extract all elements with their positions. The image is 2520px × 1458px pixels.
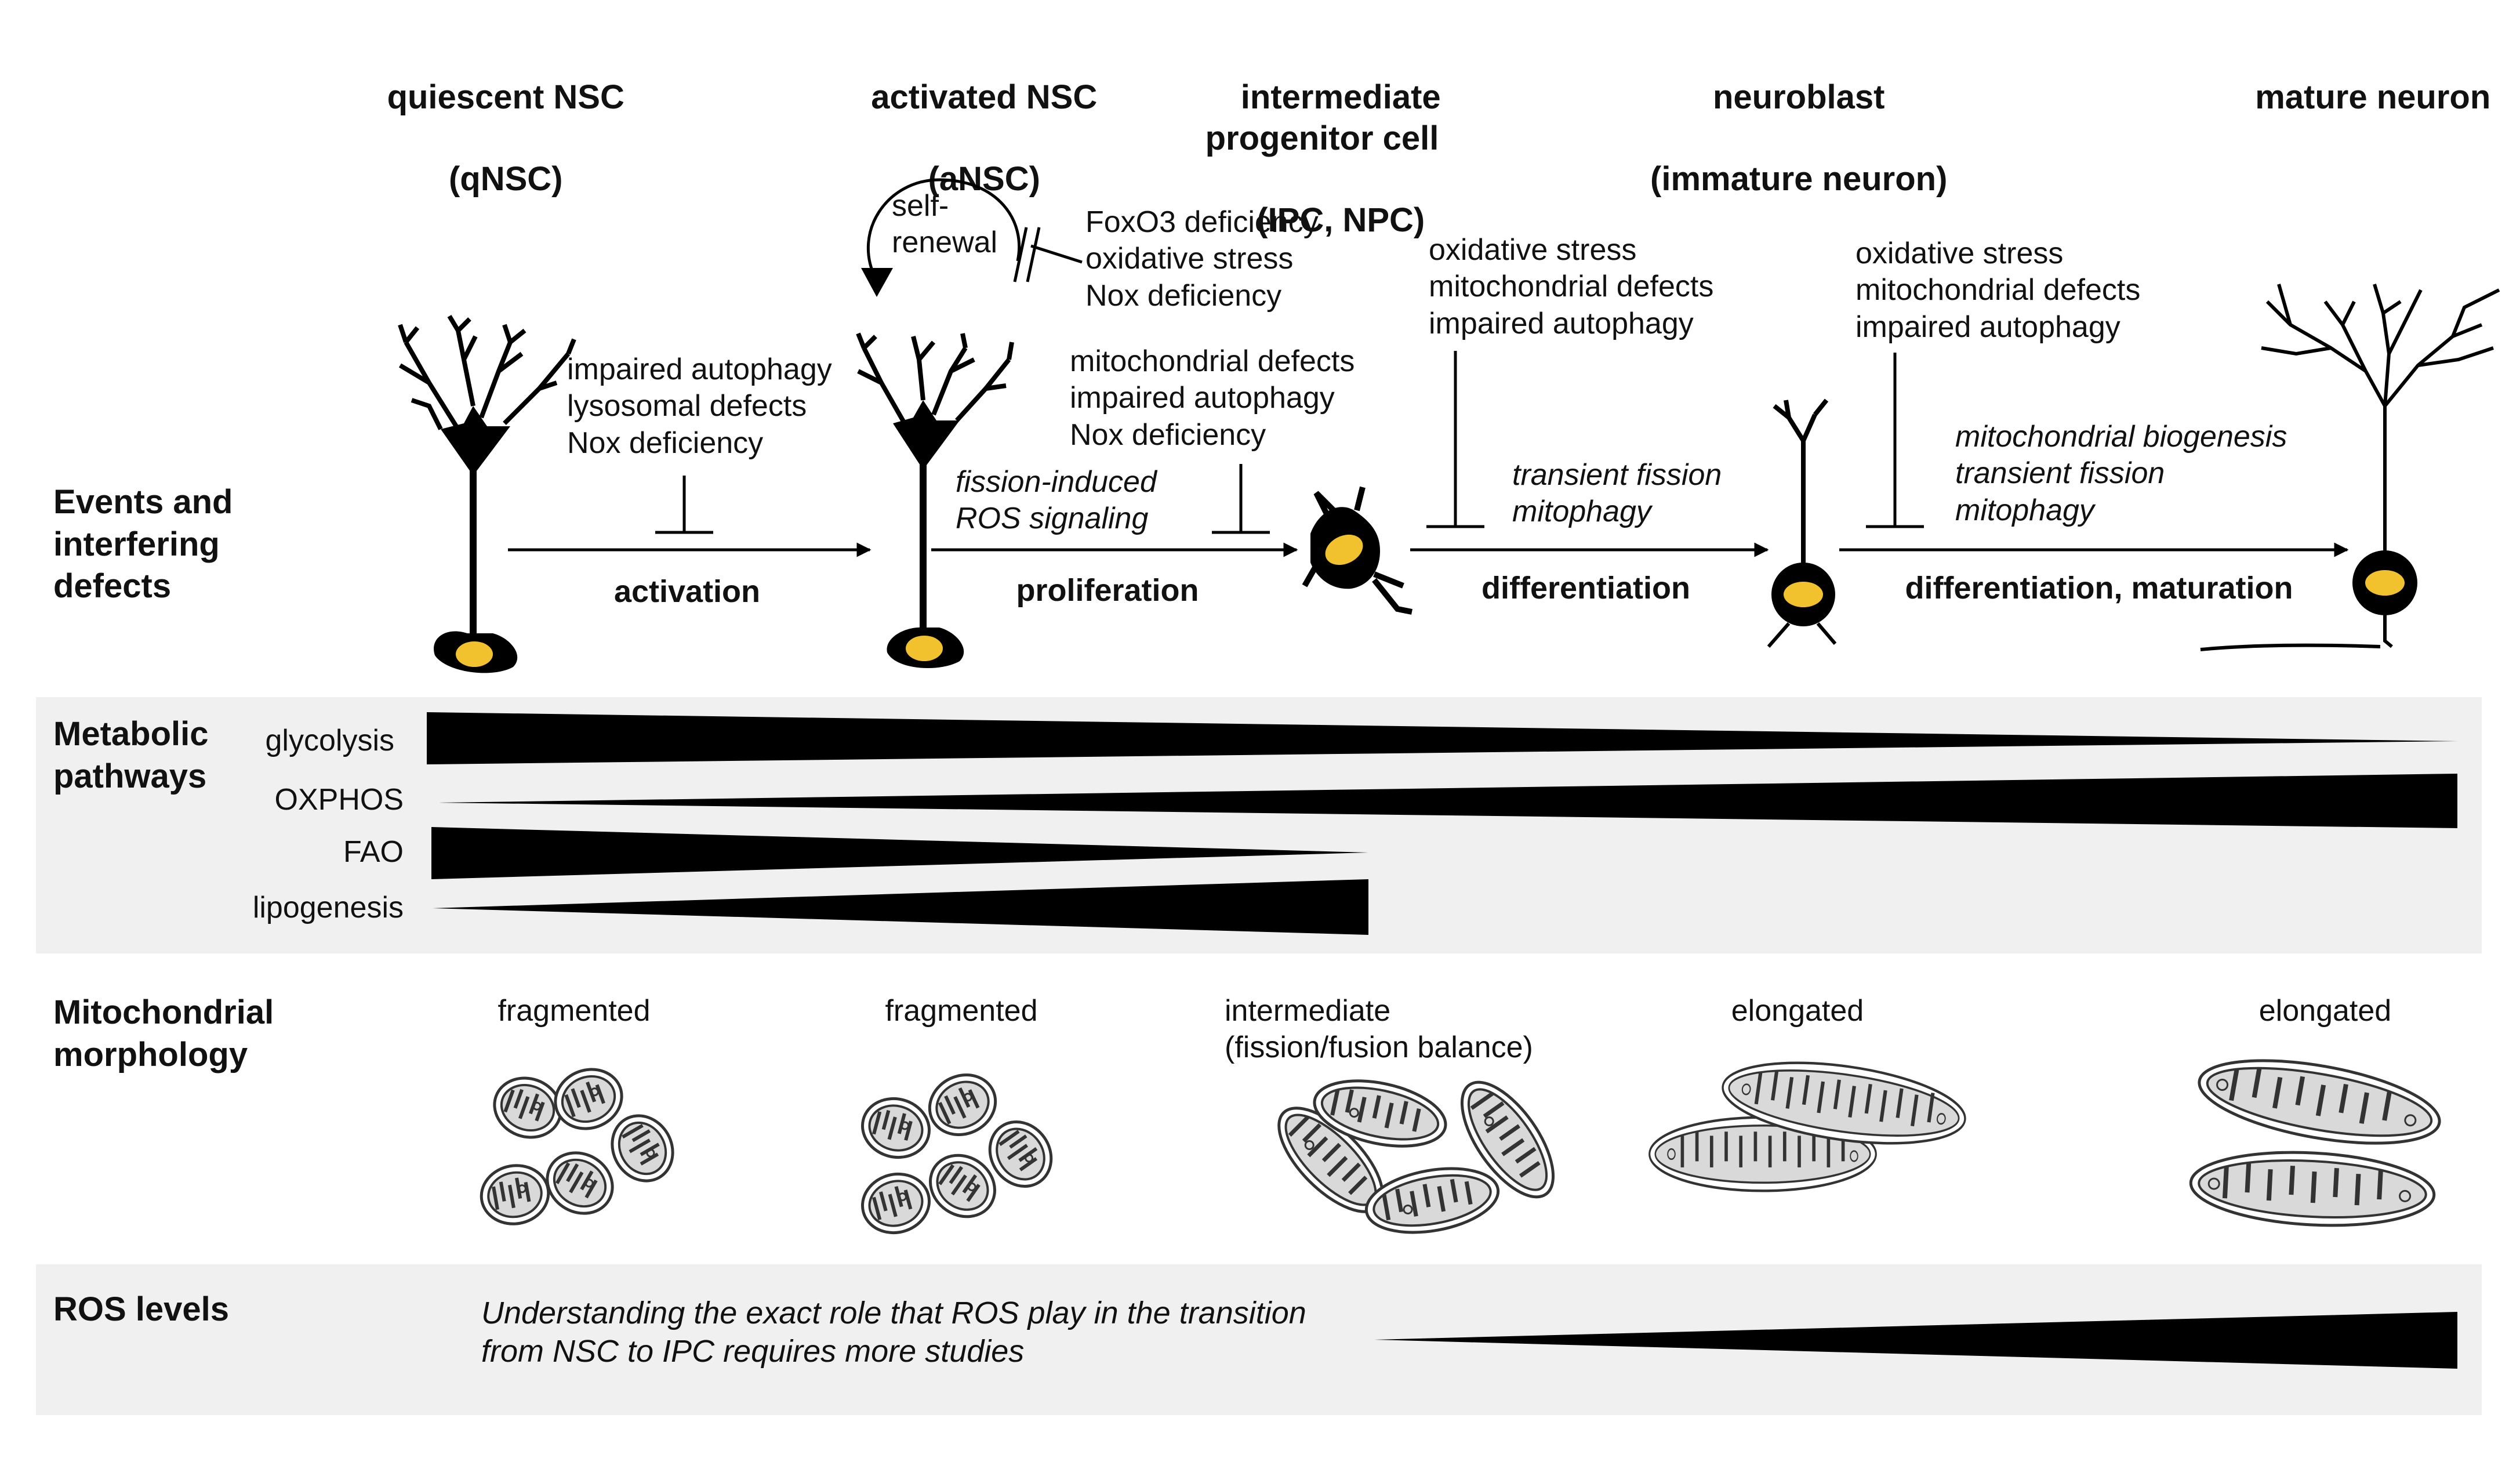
event-differentiation: transient fission mitophagy xyxy=(1512,458,1722,529)
mito-elongated-neuroblast xyxy=(1650,1050,1970,1191)
morphology-label-qnsc: fragmented xyxy=(498,994,651,1028)
morphology-label-ipc: intermediate (fission/fusion balance) xyxy=(1225,994,1533,1065)
qnsc-cell-icon xyxy=(398,314,576,673)
row-label-metabolic: Metabolic pathways xyxy=(53,715,209,795)
stage-title-mature: mature neuron xyxy=(2192,36,2517,159)
ansc-cell-icon xyxy=(856,332,1014,668)
neuroblast-cell-icon xyxy=(1767,398,1837,648)
transition-activation: activation xyxy=(613,574,761,609)
inhibition-maturation xyxy=(1866,353,1924,528)
row-label-ros: ROS levels xyxy=(53,1290,230,1328)
event-proliferation: fission-induced ROS signaling xyxy=(956,465,1157,536)
ros-note: Understanding the exact role that ROS pl… xyxy=(481,1296,1306,1369)
inhibition-differentiation xyxy=(1426,351,1484,528)
mature-neuron-icon xyxy=(2200,284,2500,651)
stage-abbr: (immature neuron) xyxy=(1650,160,1948,198)
morphology-label-ansc: fragmented xyxy=(885,994,1038,1028)
self-renewal-inhibition xyxy=(1013,227,1083,282)
row-label-mito: Mitochondrial morphology xyxy=(53,993,274,1073)
morphology-label-mature: elongated xyxy=(2258,994,2392,1028)
mito-fragmented-ansc xyxy=(856,1064,1063,1240)
defects-differentiation: oxidative stress mitochondrial defects i… xyxy=(1429,233,1714,340)
self-renewal-arrowhead xyxy=(861,268,893,297)
morphology-label-neuroblast: elongated xyxy=(1731,994,1864,1028)
wedge-glycolysis xyxy=(427,712,2457,764)
mito-fragmented-qnsc xyxy=(477,1060,684,1229)
stage-name: mature neuron xyxy=(2255,78,2491,116)
pathway-label-lipogenesis: lipogenesis xyxy=(252,891,404,924)
stage-name: quiescent NSC xyxy=(387,78,624,116)
stage-name: neuroblast xyxy=(1712,78,1885,116)
pathway-label-fao: FAO xyxy=(343,835,404,869)
pathway-label-oxphos: OXPHOS xyxy=(274,783,404,817)
defects-proliferation: mitochondrial defects impaired autophagy… xyxy=(1070,344,1355,452)
wedge-fao xyxy=(431,827,1368,879)
transition-proliferation: proliferation xyxy=(1016,573,1199,608)
wedge-oxphos xyxy=(438,774,2457,828)
mito-elongated-mature xyxy=(2189,1045,2446,1231)
wedge-lipogenesis xyxy=(433,879,1368,935)
defects-self-renewal: FoxO3 deficiency oxidative stress Nox de… xyxy=(1085,205,1319,313)
inhibition-activation xyxy=(655,476,713,534)
defects-maturation: oxidative stress mitochondrial defects i… xyxy=(1855,237,2141,344)
self-renewal-label: self- renewal xyxy=(892,189,998,260)
transition-maturation: differentiation, maturation xyxy=(1905,571,2293,605)
defects-activation: impaired autophagy lysosomal defects Nox… xyxy=(567,353,832,460)
stage-title-ipc: intermediate progenitor cell (IPC, NPC) xyxy=(1148,36,1496,282)
wedge-ros xyxy=(1374,1312,2457,1369)
stage-abbr: (qNSC) xyxy=(448,160,563,198)
self-renewal-arrow xyxy=(866,178,1021,280)
mito-intermediate-ipc xyxy=(1262,1068,1571,1242)
row-label-events: Events and interfering defects xyxy=(53,483,233,605)
stage-title-qnsc: quiescent NSC (qNSC) xyxy=(313,36,661,241)
transition-differentiation: differentiation xyxy=(1482,571,1690,605)
pathway-label-glycolysis: glycolysis xyxy=(265,724,395,757)
stage-title-neuroblast: neuroblast (immature neuron) xyxy=(1577,36,1983,241)
stage-name: intermediate progenitor cell xyxy=(1205,78,1441,157)
event-maturation: mitochondrial biogenesis transient fissi… xyxy=(1955,420,2287,527)
stage-abbr: (IPC, NPC) xyxy=(1257,201,1425,239)
ipc-cell-icon xyxy=(1302,486,1412,615)
stage-name: activated NSC xyxy=(871,78,1098,116)
inhibition-proliferation xyxy=(1212,464,1270,534)
